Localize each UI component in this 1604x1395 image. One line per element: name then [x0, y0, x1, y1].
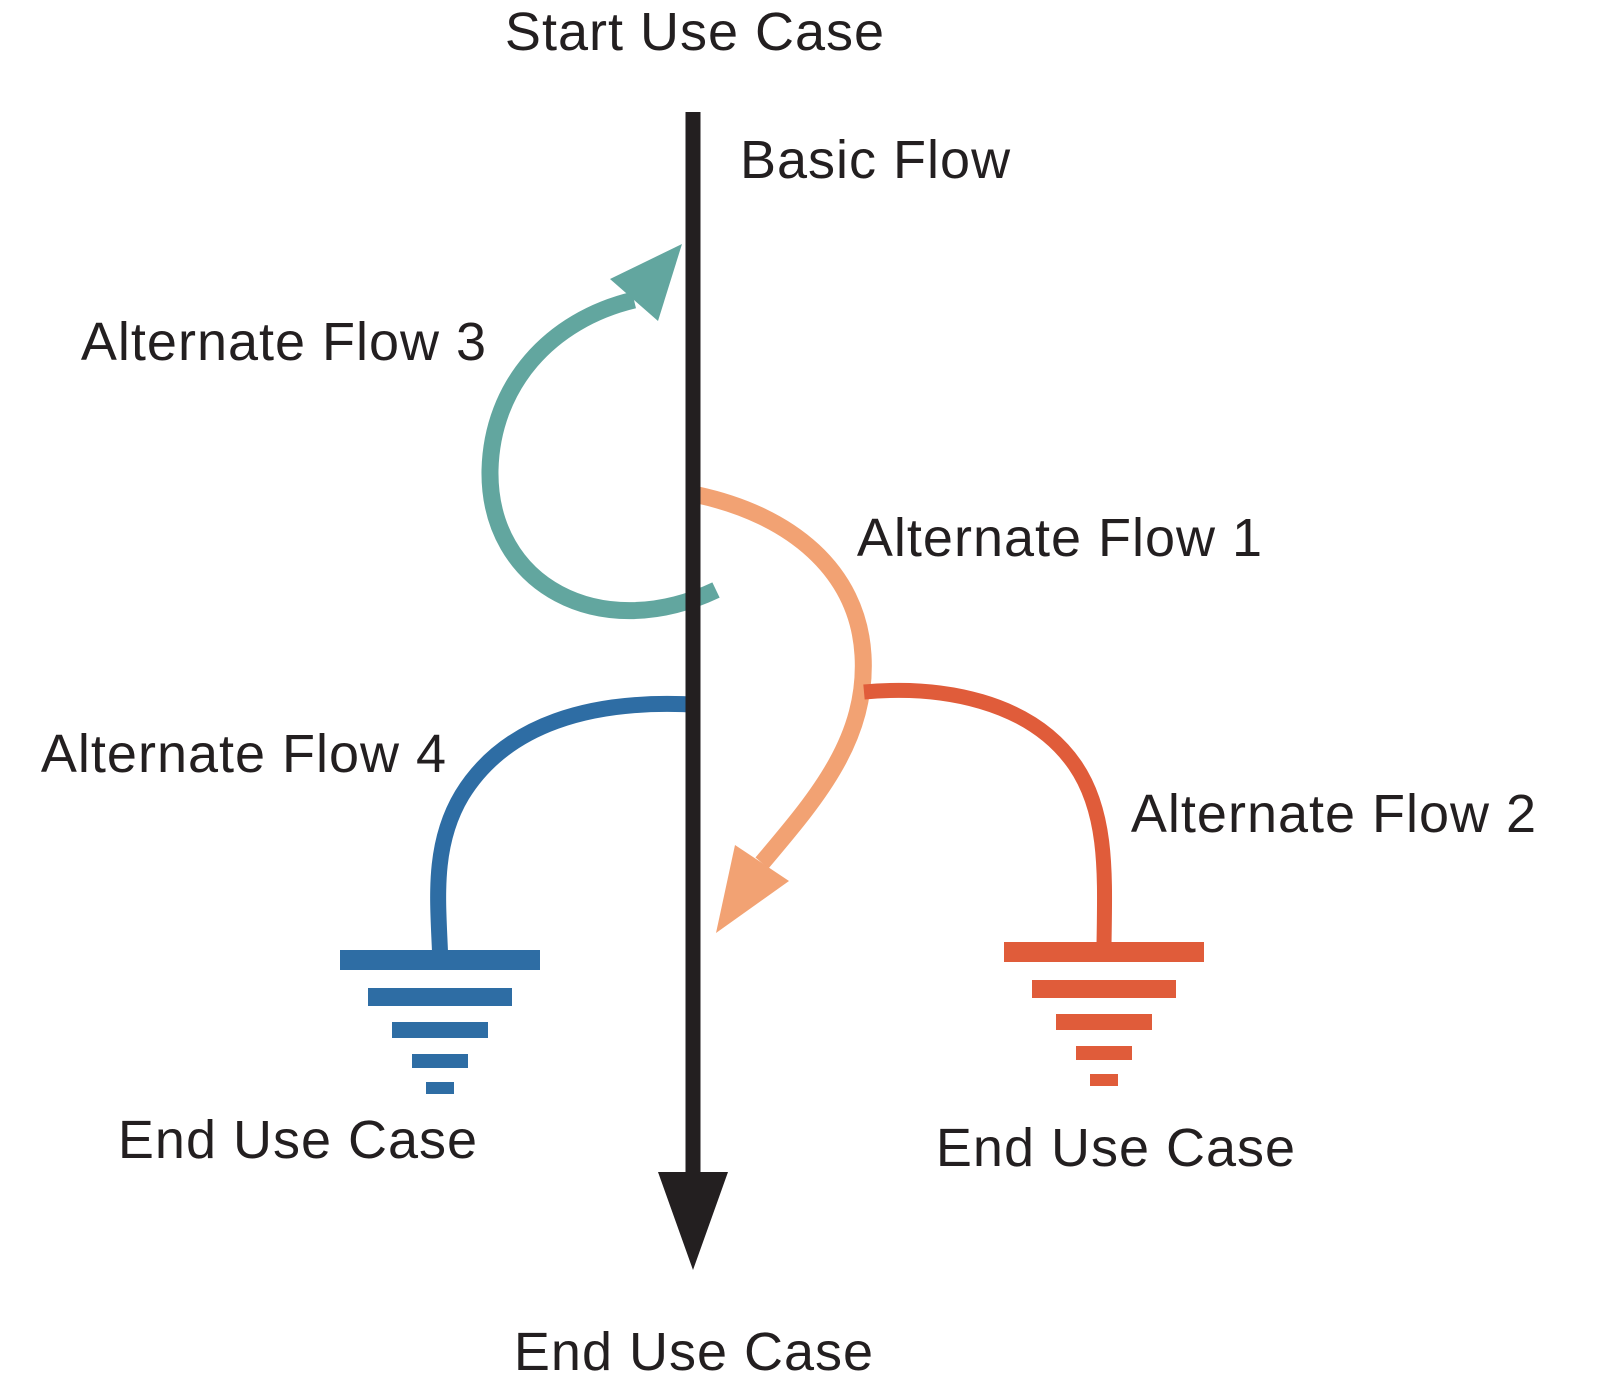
alternate-flow-1-group [696, 486, 872, 933]
basic-flow-group [658, 112, 728, 1270]
alternate-flow-2-group [863, 682, 1204, 1086]
end-terminator-icon [340, 950, 540, 1094]
alternate-flow-3-path [481, 291, 720, 620]
alternate-flow-1-path [696, 486, 872, 869]
up-arrowhead-icon [610, 244, 682, 321]
alternate-flow-4-label: Alternate Flow 4 [41, 724, 447, 784]
basic-flow-label: Basic Flow [740, 130, 1011, 190]
end-use-case-bottom-label: End Use Case [514, 1322, 874, 1382]
end-use-case-right-label: End Use Case [936, 1118, 1296, 1178]
alternate-flow-3-label: Alternate Flow 3 [81, 312, 487, 372]
down-arrowhead-icon [658, 1172, 728, 1270]
alternate-flow-2-label: Alternate Flow 2 [1131, 784, 1537, 844]
end-terminator-icon [1004, 942, 1204, 1086]
down-arrowhead-icon [716, 845, 789, 933]
end-use-case-left-label: End Use Case [118, 1110, 478, 1170]
alternate-flow-4-path [430, 695, 701, 953]
alternate-flow-4-group [340, 695, 701, 1094]
start-use-case-label: Start Use Case [505, 2, 885, 62]
alternate-flow-2-path [863, 682, 1113, 946]
alternate-flow-3-group [481, 244, 720, 620]
alternate-flow-1-label: Alternate Flow 1 [857, 508, 1263, 568]
